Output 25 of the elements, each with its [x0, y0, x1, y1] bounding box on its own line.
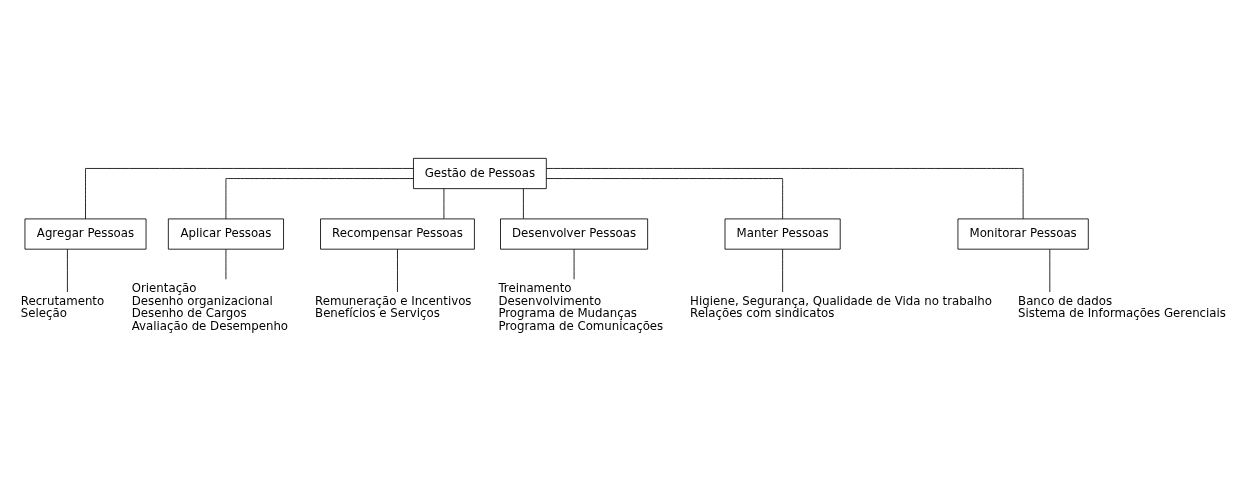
node-text: Recrutamento Seleção: [20, 293, 105, 320]
connector: [85, 167, 414, 219]
connector: [546, 167, 1024, 219]
connector: [443, 187, 445, 219]
connector: [1049, 248, 1051, 292]
connector: [573, 248, 575, 280]
connector: [545, 177, 784, 219]
connector: [523, 187, 524, 219]
connector: [225, 248, 227, 280]
node-text: Higiene, Segurança, Qualidade de Vida no trabalho Relações com sindicatos: [690, 293, 992, 320]
node-box: Recompensar Pessoas: [320, 218, 475, 250]
node-text: Banco de dados Sistema de Informações Gerenciais: [1018, 293, 1226, 320]
node-box: Monitorar Pessoas: [957, 218, 1089, 250]
node-box: Aplicar Pessoas: [167, 218, 284, 250]
node-box: Desenvolver Pessoas: [500, 218, 649, 250]
node-text: Treinamento Desenvolvimento Programa de Mudanças Programa de Comunicações: [498, 280, 664, 333]
connector: [397, 248, 398, 292]
connector: [782, 248, 784, 292]
node-box: Agregar Pessoas: [24, 218, 147, 250]
node-text: Remuneração e Incentivos Benefícios e Serviços: [315, 293, 472, 320]
connector: [67, 248, 68, 292]
connector: [225, 177, 414, 219]
node-box: Gestão de Pessoas: [413, 157, 547, 189]
node-text: Orientação Desenho organizacional Desenho de Cargos Avaliação de Desempenho: [131, 280, 289, 333]
node-box: Manter Pessoas: [724, 218, 841, 250]
